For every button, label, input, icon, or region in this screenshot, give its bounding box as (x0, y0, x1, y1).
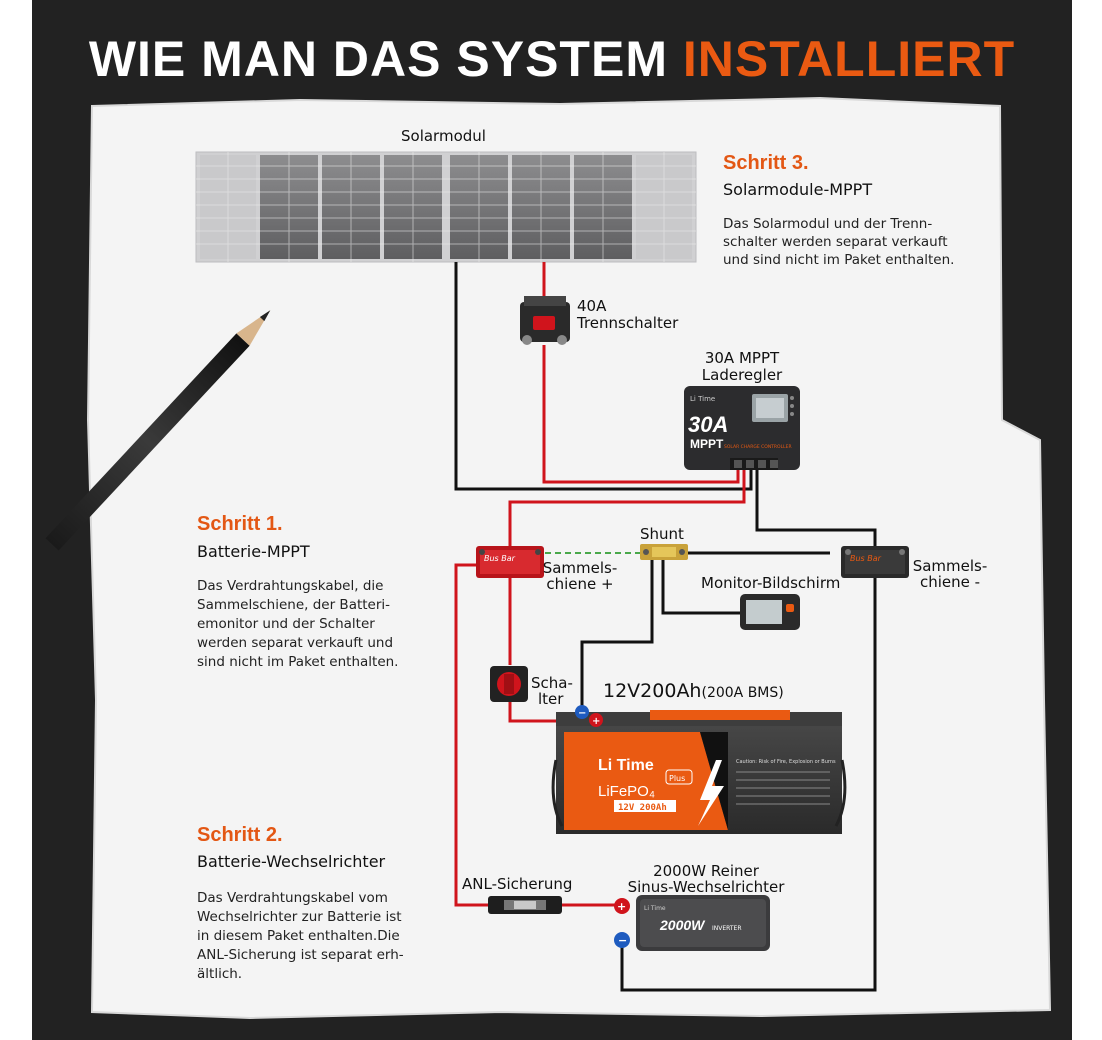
inverter-device-tag: INVERTER (712, 925, 742, 932)
breaker-label-line1: 40A (577, 297, 607, 315)
step1-desc-line3: emonitor und der Schalter (197, 616, 375, 632)
red-wires (454, 262, 746, 907)
step1-heading: Schritt 1. (197, 513, 283, 535)
step3-desc-line2: schalter werden separat verkauft (723, 234, 948, 250)
mppt-device-tag: SOLAR CHARGE CONTROLLER (724, 444, 792, 450)
busbar-negative-device-label: Bus Bar (850, 554, 882, 563)
step2-desc-line5: ältlich. (197, 966, 243, 982)
step2-subheading: Batterie-Wechselrichter (197, 852, 386, 871)
inverter-device: + − Li Time 2000W INVERTER (614, 895, 770, 951)
battery-rating: 12V 200Ah (618, 803, 667, 813)
breaker-label-line2: Trennschalter (577, 314, 679, 332)
mppt-brand-mark: Li Time (690, 395, 715, 403)
step2-desc-line4: ANL-Sicherung ist separat erh- (197, 947, 404, 963)
battery-brand: Li Time (598, 757, 654, 774)
step3-heading: Schritt 3. (723, 152, 809, 174)
anl-fuse-device (488, 896, 562, 914)
mppt-label-line1: 30A MPPT (704, 349, 780, 367)
busbar-positive-label-line2: chiene + (546, 575, 614, 593)
mppt-device-small: MPPT (690, 437, 724, 451)
step1-desc-line5: sind nicht im Paket enthalten. (197, 654, 399, 670)
svg-text:−: − (578, 708, 586, 719)
switch-label-line2: lter (538, 690, 564, 708)
battery-chem: LiFePO₄ (598, 783, 655, 800)
monitor-device (740, 594, 800, 630)
step1-desc-line2: Sammelschiene, der Batteri- (197, 597, 391, 613)
right-margin (1072, 0, 1102, 1040)
busbar-positive-device: Bus Bar (476, 546, 544, 578)
step2-heading: Schritt 2. (197, 824, 283, 846)
inverter-device-big: 2000W (659, 917, 706, 933)
step3-subheading: Solarmodule-MPPT (723, 180, 873, 199)
step2-desc-line2: Wechselrichter zur Batterie ist (197, 909, 402, 925)
battery-label: 12V200Ah(200A BMS) (603, 680, 784, 704)
step2-desc-line3: in diesem Paket enthalten.Die (197, 928, 400, 944)
mppt-device: Li Time 30A MPPT SOLAR CHARGE CONTROLLER (684, 386, 800, 470)
svg-text:+: + (617, 900, 626, 913)
shunt-device (640, 544, 688, 560)
inverter-label-line1: 2000W Reiner (653, 862, 759, 880)
left-margin (0, 0, 32, 1040)
solar-panel (195, 151, 697, 263)
busbar-negative-device: Bus Bar (841, 546, 909, 578)
busbar-negative-label-line2: chiene - (919, 573, 981, 591)
battery-plus: Plus (669, 774, 685, 783)
busbar-positive-label-line1: Sammels- (542, 559, 618, 577)
black-wires (454, 262, 877, 992)
mppt-device-big: 30A (688, 412, 728, 437)
solar-panel-label: Solarmodul (401, 127, 486, 145)
battery-switch (490, 666, 528, 702)
battery-caution: Caution: Risk of Fire, Explosion or Burn… (736, 759, 836, 765)
title-part-orange: INSTALLIERT (682, 31, 1016, 87)
shunt-label: Shunt (640, 525, 684, 543)
pencil-icon (45, 310, 271, 551)
busbar-negative-label-line1: Sammels- (912, 557, 988, 575)
title-part-white: WIE MAN DAS SYSTEM (88, 31, 683, 87)
battery-label-main: 12V200Ah (603, 680, 702, 702)
step2-desc-line1: Das Verdrahtungskabel vom (197, 890, 388, 906)
svg-text:−: − (618, 934, 627, 947)
battery-device: − + Li Time LiFePO₄ Plus 12V 200Ah Cauti… (551, 705, 847, 834)
step1-desc-line4: werden separat verkauft und (197, 635, 394, 651)
battery-label-bms: (200A BMS) (701, 685, 784, 701)
breaker-device (520, 296, 570, 345)
step1-desc-line1: Das Verdrahtungskabel, die (197, 578, 384, 594)
inverter-brand-mark: Li Time (644, 905, 666, 912)
busbar-positive-device-label: Bus Bar (484, 554, 516, 563)
step3-desc-line3: und sind nicht im Paket enthalten. (723, 252, 955, 268)
monitor-label: Monitor-Bildschirm (701, 574, 841, 592)
inverter-label-line2: Sinus-Wechselrichter (627, 878, 785, 896)
step3-desc-line1: Das Solarmodul und der Trenn- (723, 216, 933, 232)
svg-text:+: + (592, 716, 600, 727)
page-title: WIE MAN DAS SYSTEM INSTALLIERT (32, 30, 1072, 88)
mppt-label-line2: Laderegler (701, 366, 783, 384)
switch-label-line1: Scha- (531, 674, 573, 692)
anl-label: ANL-Sicherung (462, 875, 573, 893)
step1-subheading: Batterie-MPPT (197, 542, 310, 561)
